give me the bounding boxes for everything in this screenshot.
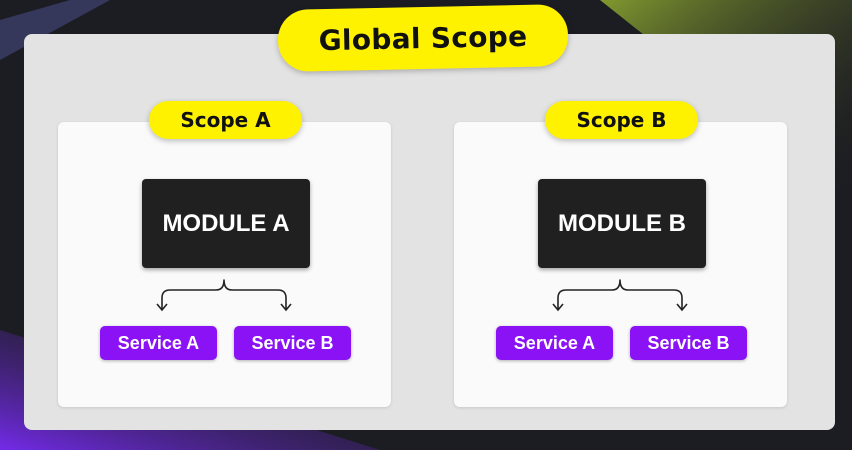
- module-b-box: MODULE B: [538, 179, 706, 268]
- global-scope-label: Global Scope: [277, 3, 569, 73]
- module-a-box: MODULE A: [142, 179, 310, 268]
- scope-a-card: MODULE A Service A Service B: [58, 122, 391, 407]
- scope-b-label: Scope B: [545, 101, 698, 139]
- branch-arrows-icon: [552, 279, 688, 312]
- service-b-box: Service B: [234, 326, 351, 360]
- service-a-box: Service A: [100, 326, 217, 360]
- service-a-box: Service A: [496, 326, 613, 360]
- branch-arrows-icon: [156, 279, 292, 312]
- scope-a-label: Scope A: [149, 101, 302, 139]
- service-b-box: Service B: [630, 326, 747, 360]
- scope-b-card: MODULE B Service A Service B: [454, 122, 787, 407]
